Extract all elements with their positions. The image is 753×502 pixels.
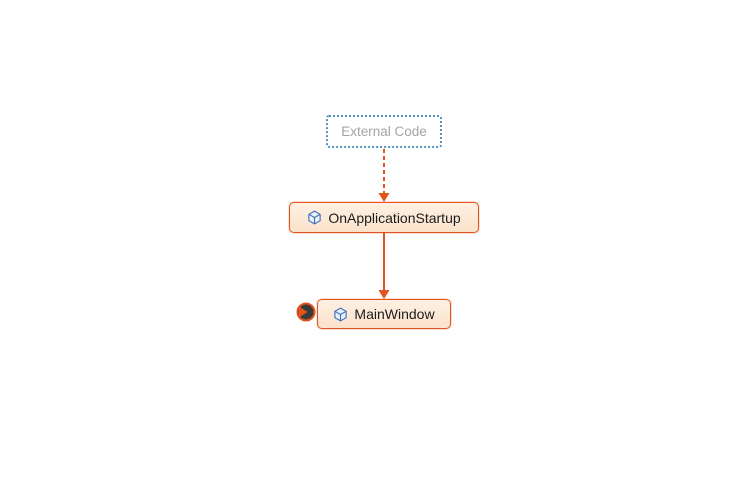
edge-external-to-startup[interactable] [378,149,390,202]
cube-icon [334,307,348,321]
node-onapplicationstartup[interactable]: OnApplicationStartup [289,202,479,233]
node-label: External Code [341,124,427,139]
node-mainwindow[interactable]: MainWindow [317,299,451,329]
node-label: MainWindow [354,306,435,322]
edge-startup-to-mainwindow[interactable] [378,233,390,299]
node-external-code[interactable]: External Code [326,115,442,148]
node-label: OnApplicationStartup [328,209,461,226]
entry-arrow-icon [299,306,308,318]
cube-icon [308,210,322,225]
entry-point-badge[interactable] [296,302,316,322]
